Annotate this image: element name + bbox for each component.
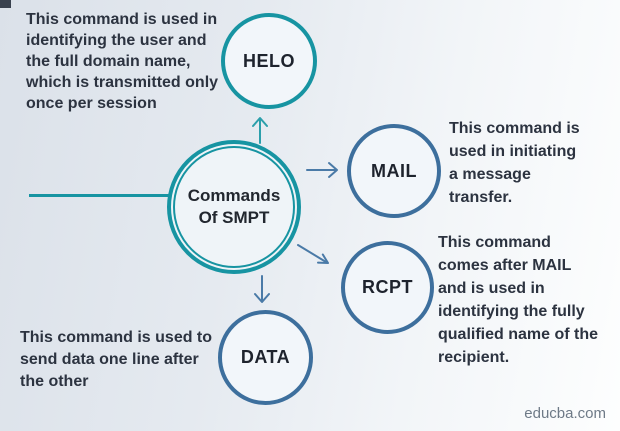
data-description: This command is used to send data one li… [20, 329, 213, 390]
node-mail: MAIL [347, 124, 441, 218]
mail-description: This command is used in initiating a mes… [449, 120, 580, 206]
node-rcpt: RCPT [341, 241, 434, 334]
central-node-inner-ring [173, 146, 295, 268]
node-helo: HELO [221, 13, 317, 109]
arrow-diagonal-rcpt-icon [297, 244, 329, 264]
central-node-commands-of-smpt: Commands Of SMPT [167, 140, 301, 274]
arrow-down-data-icon [254, 275, 270, 303]
helo-description: This command is used in identifying the … [26, 11, 219, 112]
left-connector-line [29, 194, 171, 197]
node-rcpt-label: RCPT [362, 277, 413, 297]
corner-mark [0, 0, 11, 8]
central-node-label: Commands Of SMPT [187, 186, 281, 227]
arrow-up-helo-icon [252, 117, 268, 144]
rcpt-description: This command comes after MAIL and is use… [438, 234, 599, 366]
arrow-right-mail-icon [306, 162, 338, 178]
node-data-label: DATA [240, 347, 291, 367]
node-data: DATA [218, 310, 313, 405]
node-mail-label: MAIL [371, 160, 417, 181]
node-helo-label: HELO [242, 50, 295, 71]
watermark-educba: educba.com [524, 405, 606, 422]
